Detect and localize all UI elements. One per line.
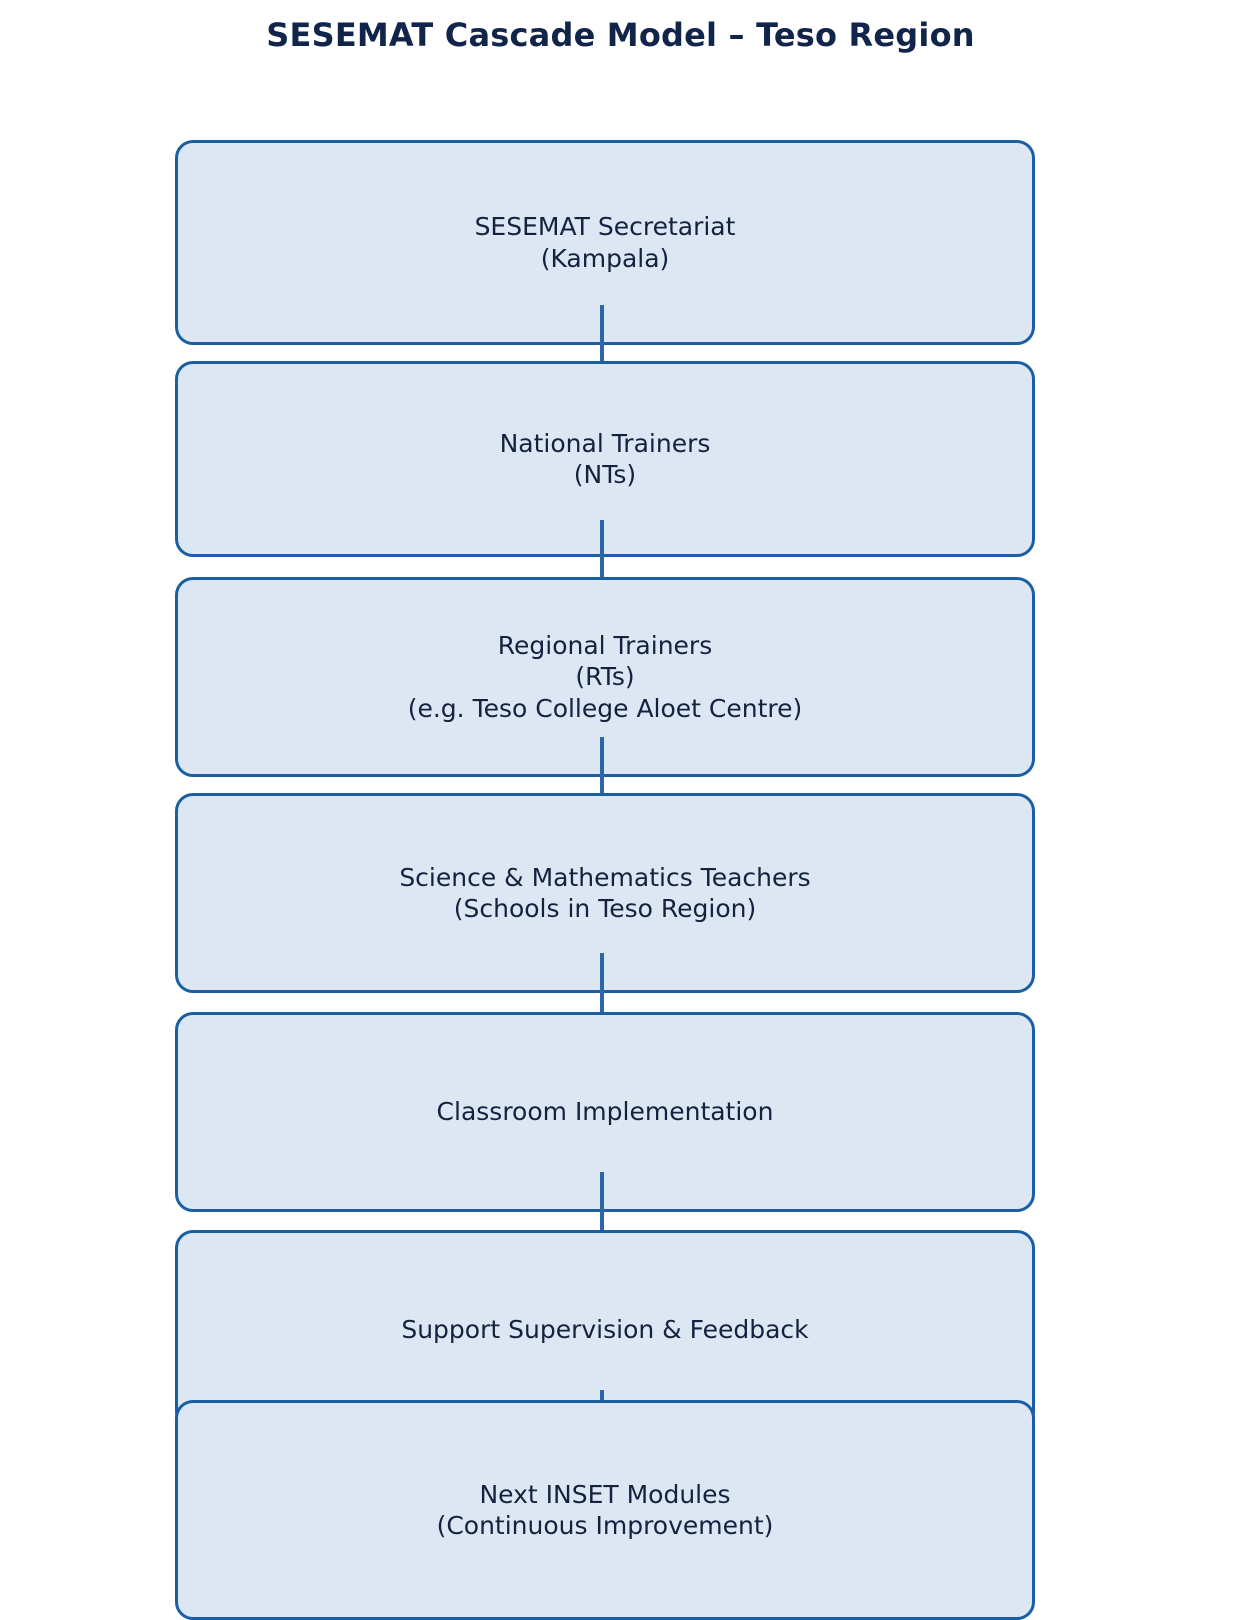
flow-arrow-3 — [600, 737, 604, 803]
flow-node-label: Next INSET Modules (Continuous Improveme… — [436, 1479, 774, 1541]
flow-node-label: SESEMAT Secretariat (Kampala) — [474, 212, 736, 273]
flow-node-label: Science & Mathematics Teachers (Schools … — [399, 862, 811, 924]
flow-node-regional-trainers[interactable]: Regional Trainers (RTs) (e.g. Teso Colle… — [175, 577, 1035, 777]
flow-node-sesemat-secretariat[interactable]: SESEMAT Secretariat (Kampala) — [175, 140, 1035, 345]
flow-arrow-1 — [600, 305, 604, 373]
flow-node-label: National Trainers (NTs) — [499, 428, 711, 490]
flow-node-science-mathematics-teachers[interactable]: Science & Mathematics Teachers (Schools … — [175, 793, 1035, 993]
flow-node-label: Support Supervision & Feedback — [401, 1315, 809, 1345]
flow-node-next-inset-modules[interactable]: Next INSET Modules (Continuous Improveme… — [175, 1400, 1035, 1620]
flow-node-support-supervision-feedback[interactable]: Support Supervision & Feedback — [175, 1230, 1035, 1430]
flow-arrow-2 — [600, 520, 604, 586]
flow-node-national-trainers[interactable]: National Trainers (NTs) — [175, 361, 1035, 557]
page-title: SESEMAT Cascade Model – Teso Region — [266, 16, 975, 54]
flow-node-classroom-implementation[interactable]: Classroom Implementation — [175, 1012, 1035, 1212]
flow-node-label: Regional Trainers (RTs) (e.g. Teso Colle… — [407, 630, 803, 723]
flow-arrow-5 — [600, 1172, 604, 1240]
flow-node-label: Classroom Implementation — [436, 1097, 774, 1127]
flow-arrow-4 — [600, 953, 604, 1021]
